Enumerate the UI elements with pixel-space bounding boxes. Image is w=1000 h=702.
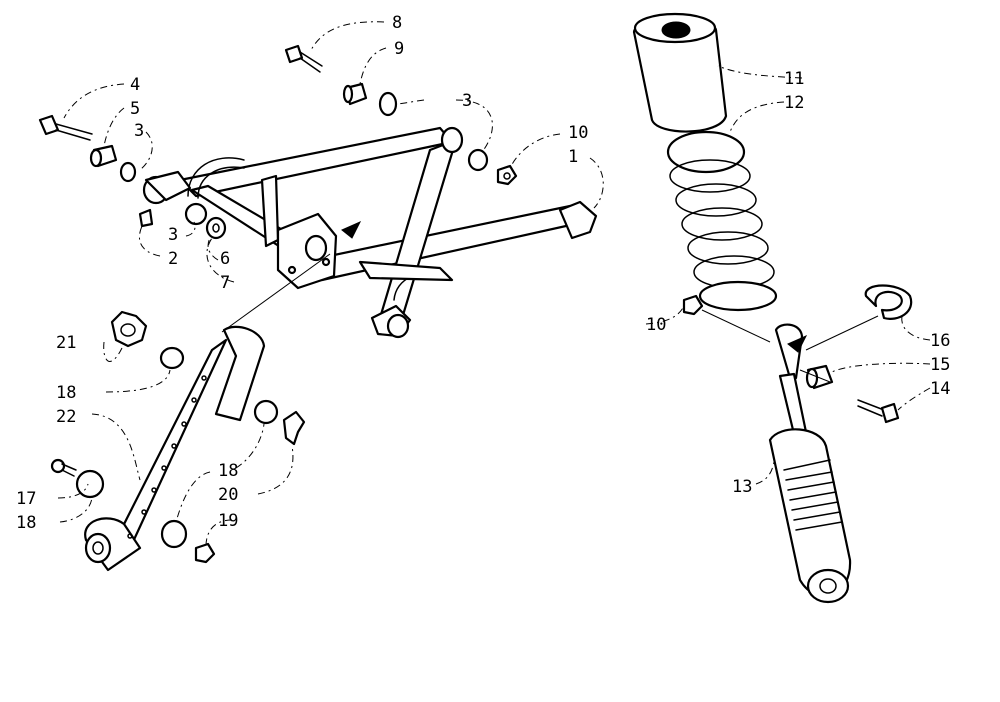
spacer-5: [89, 144, 118, 168]
callout-5: 5: [130, 99, 140, 119]
shock-absorber-13: [768, 323, 852, 604]
callout-18: 18: [56, 383, 76, 403]
callout-11: 11: [784, 69, 804, 89]
callout-10: 10: [646, 315, 666, 335]
grease-fitting-2: [138, 208, 154, 228]
bolt-8: [284, 44, 323, 73]
bolt-14: [857, 399, 900, 424]
bushing-3-right: [467, 148, 489, 172]
callout-10: 10: [568, 123, 588, 143]
callout-14: 14: [930, 379, 950, 399]
washer-18-c: [75, 469, 105, 499]
callout-22: 22: [56, 407, 76, 427]
callout-19: 19: [218, 511, 238, 531]
callout-1: 1: [568, 147, 578, 167]
callout-17: 17: [16, 489, 36, 509]
a-arm-frame: [142, 126, 598, 339]
washer-18-d: [160, 519, 188, 549]
callout-6: 6: [220, 249, 230, 269]
clip-16: [864, 284, 913, 320]
callout-3: 3: [168, 225, 178, 245]
nut-10-upper: [496, 164, 518, 186]
callout-13: 13: [732, 477, 752, 497]
callout-9: 9: [394, 39, 404, 59]
callout-8: 8: [392, 13, 402, 33]
washer-6: [205, 216, 227, 240]
knob-21: [110, 310, 148, 348]
callout-18: 18: [16, 513, 36, 533]
callout-labels: 8 9 4 5 3 3 10 1 3 2 6 7 21 18 22 18 20 …: [16, 13, 950, 533]
callout-21: 21: [56, 333, 76, 353]
arrow-marker-icon: [341, 220, 362, 239]
callout-4: 4: [130, 75, 140, 95]
bump-cover-11: [632, 12, 728, 133]
callout-7: 7: [220, 273, 230, 293]
washer-18-b: [253, 399, 279, 425]
spring-12: [666, 130, 778, 312]
arrow-marker-icon: [787, 334, 808, 353]
nut-19: [194, 542, 216, 564]
bushing-3-lower: [184, 202, 208, 226]
callout-20: 20: [218, 485, 238, 505]
callout-3: 3: [462, 91, 472, 111]
callout-15: 15: [930, 355, 950, 375]
leader-lines: [57, 21, 931, 547]
wing-nut-20: [282, 410, 306, 446]
spacer-9: [342, 82, 368, 106]
bolt-17: [50, 458, 77, 477]
strap-22: [84, 325, 266, 572]
callout-2: 2: [168, 249, 178, 269]
callout-16: 16: [930, 331, 950, 351]
callout-18: 18: [218, 461, 238, 481]
callout-12: 12: [784, 93, 804, 113]
bushing-3-top: [378, 91, 398, 117]
callout-3: 3: [134, 121, 144, 141]
spacer-15: [805, 364, 834, 390]
bushing-3-left: [119, 161, 137, 183]
nut-10-lower: [682, 294, 704, 316]
washer-18-a: [159, 346, 185, 370]
bolt-4: [38, 114, 93, 141]
